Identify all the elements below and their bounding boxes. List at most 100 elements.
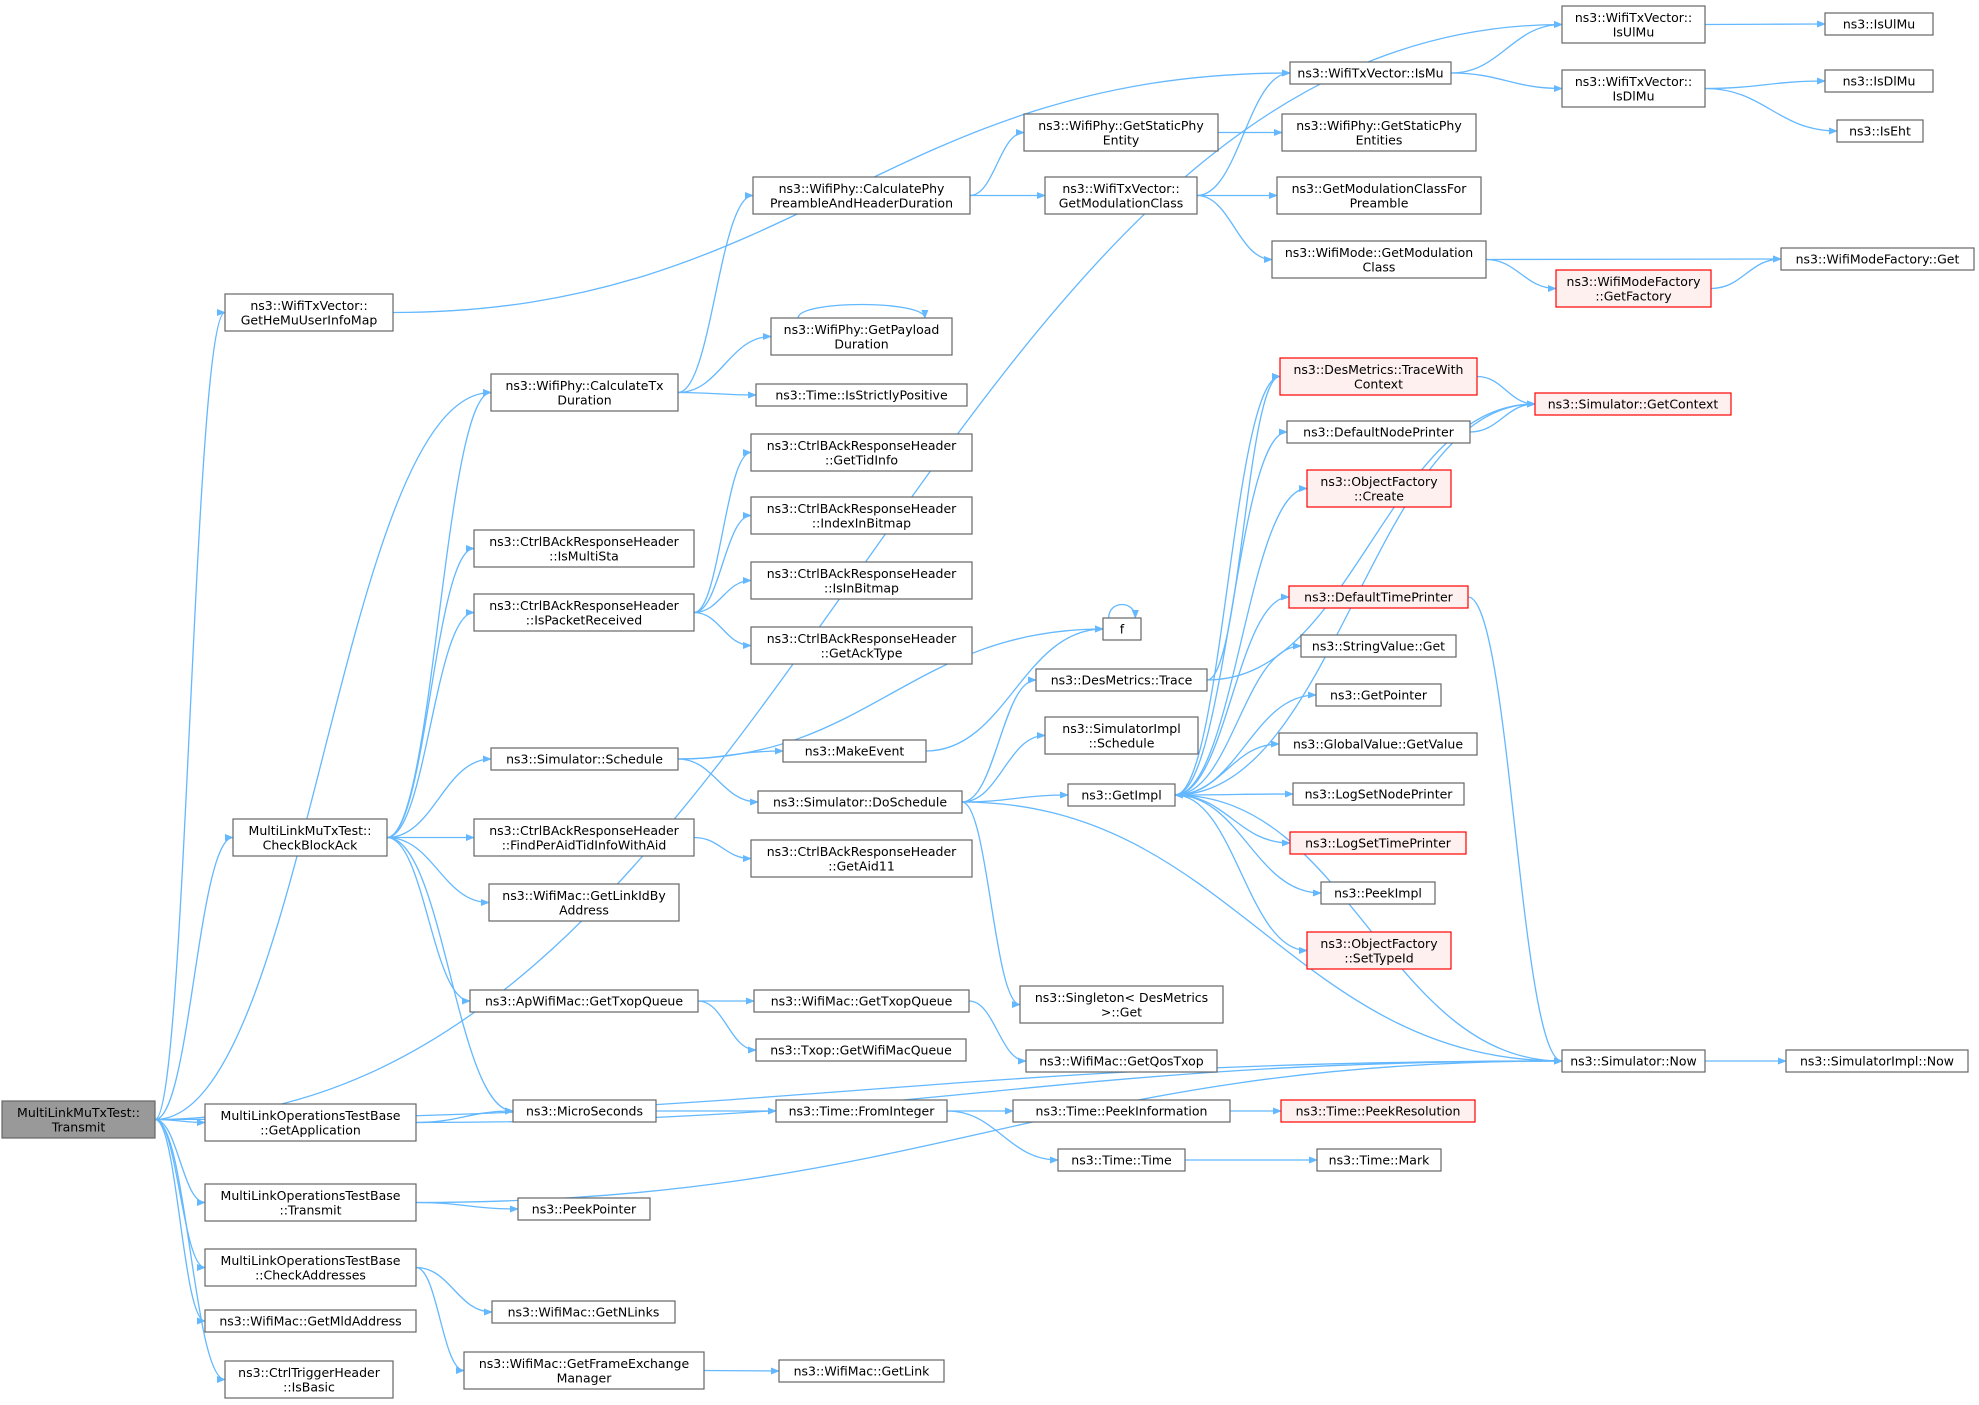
node-box[interactable]: [1280, 1099, 1476, 1123]
node-box[interactable]: [755, 383, 968, 407]
node-box[interactable]: [1281, 113, 1477, 152]
node-gvGetValue[interactable]: ns3::GlobalValue::GetValue: [1278, 732, 1478, 756]
node-box[interactable]: [1561, 1049, 1706, 1073]
node-box[interactable]: [1067, 783, 1176, 807]
node-box[interactable]: [1300, 634, 1457, 658]
node-box[interactable]: [1289, 61, 1452, 85]
node-box[interactable]: [1785, 1049, 1969, 1073]
node-peekImpl[interactable]: ns3::PeekImpl: [1320, 881, 1436, 905]
node-box[interactable]: [1286, 420, 1471, 444]
node-doSchedule[interactable]: ns3::Simulator::DoSchedule: [757, 790, 963, 814]
node-simSchedule[interactable]: ns3::Simulator::Schedule: [490, 747, 679, 771]
node-getAid11[interactable]: ns3::CtrlBAckResponseHeader::GetAid11: [750, 839, 973, 878]
node-box[interactable]: [1836, 119, 1924, 143]
node-box[interactable]: [1044, 176, 1198, 215]
node-wmGetTxop[interactable]: ns3::WifiMac::GetTxopQueue: [753, 989, 970, 1013]
node-simImplNow[interactable]: ns3::SimulatorImpl::Now: [1785, 1049, 1969, 1073]
node-box[interactable]: [204, 1103, 417, 1142]
node-box[interactable]: [517, 1197, 651, 1221]
node-box[interactable]: [1012, 1099, 1231, 1123]
node-box[interactable]: [1025, 1049, 1218, 1073]
node-box[interactable]: [1561, 5, 1706, 44]
node-box[interactable]: [1320, 881, 1436, 905]
node-box[interactable]: [750, 561, 973, 600]
node-isMu[interactable]: ns3::WifiTxVector::IsMu: [1289, 61, 1452, 85]
node-box[interactable]: [224, 1360, 394, 1399]
node-logNode[interactable]: ns3::LogSetNodePrinter: [1292, 782, 1465, 806]
node-box[interactable]: [1102, 617, 1142, 641]
node-getTidInfo[interactable]: ns3::CtrlBAckResponseHeader::GetTidInfo: [750, 433, 973, 472]
node-getQos[interactable]: ns3::WifiMac::GetQosTxop: [1025, 1049, 1218, 1073]
node-modeFactGet[interactable]: ns3::WifiModeFactory::Get: [1780, 247, 1975, 271]
node-mlTransmit[interactable]: MultiLinkOperationsTestBase::Transmit: [204, 1183, 417, 1222]
node-box[interactable]: [512, 1099, 657, 1123]
node-box[interactable]: [1306, 931, 1452, 970]
node-timeTime[interactable]: ns3::Time::Time: [1057, 1148, 1186, 1172]
node-simImplSched[interactable]: ns3::SimulatorImpl::Schedule: [1044, 716, 1199, 755]
node-isEht[interactable]: ns3::IsEht: [1836, 119, 1924, 143]
node-makeEvent[interactable]: ns3::MakeEvent: [782, 739, 927, 763]
node-peekRes[interactable]: ns3::Time::PeekResolution: [1280, 1099, 1476, 1123]
node-box[interactable]: [753, 989, 970, 1013]
node-getHeMu[interactable]: ns3::WifiTxVector::GetHeMuUserInfoMap: [224, 293, 394, 332]
node-box[interactable]: [1316, 1148, 1442, 1172]
node-box[interactable]: [1035, 668, 1208, 692]
node-root[interactable]: MultiLinkMuTxTest::Transmit: [1, 1100, 156, 1139]
node-box[interactable]: [488, 883, 680, 922]
node-box[interactable]: [1561, 69, 1706, 108]
node-box[interactable]: [1824, 69, 1934, 93]
node-getLink[interactable]: ns3::WifiMac::GetLink: [778, 1359, 945, 1383]
node-modeFactGetFact[interactable]: ns3::WifiModeFactory::GetFactory: [1555, 269, 1712, 308]
node-setTypeId[interactable]: ns3::ObjectFactory::SetTypeId: [1306, 931, 1452, 970]
node-isDlMuVec[interactable]: ns3::WifiTxVector::IsDlMu: [1561, 69, 1706, 108]
node-box[interactable]: [204, 1248, 417, 1287]
node-box[interactable]: [490, 373, 679, 412]
node-getImpl[interactable]: ns3::GetImpl: [1067, 783, 1176, 807]
node-box[interactable]: [1315, 683, 1442, 707]
node-logTime[interactable]: ns3::LogSetTimePrinter: [1289, 831, 1467, 855]
node-box[interactable]: [204, 1309, 417, 1333]
node-getAckType[interactable]: ns3::CtrlBAckResponseHeader::GetAckType: [750, 626, 973, 665]
node-isInBitmap[interactable]: ns3::CtrlBAckResponseHeader::IsInBitmap: [750, 561, 973, 600]
node-box[interactable]: [1023, 113, 1219, 152]
node-isMultiSta[interactable]: ns3::CtrlBAckResponseHeader::IsMultiSta: [473, 529, 695, 568]
node-box[interactable]: [491, 1300, 676, 1324]
node-box[interactable]: [232, 818, 388, 857]
node-box[interactable]: [1276, 176, 1482, 215]
node-findPerAid[interactable]: ns3::CtrlBAckResponseHeader::FindPerAidT…: [473, 818, 695, 857]
node-strictPos[interactable]: ns3::Time::IsStrictlyPositive: [755, 383, 968, 407]
node-box[interactable]: [755, 1038, 967, 1062]
node-peekPtr[interactable]: ns3::PeekPointer: [517, 1197, 651, 1221]
node-checkAddr[interactable]: MultiLinkOperationsTestBase::CheckAddres…: [204, 1248, 417, 1287]
node-micro[interactable]: ns3::MicroSeconds: [512, 1099, 657, 1123]
node-apGetTxop[interactable]: ns3::ApWifiMac::GetTxopQueue: [469, 989, 699, 1013]
node-isDlMu[interactable]: ns3::IsDlMu: [1824, 69, 1934, 93]
node-objCreate[interactable]: ns3::ObjectFactory::Create: [1306, 469, 1452, 508]
node-box[interactable]: [204, 1183, 417, 1222]
node-getContext[interactable]: ns3::Simulator::GetContext: [1534, 392, 1732, 416]
node-txopGetWmq[interactable]: ns3::Txop::GetWifiMacQueue: [755, 1038, 967, 1062]
node-checkBA[interactable]: MultiLinkMuTxTest::CheckBlockAck: [232, 818, 388, 857]
node-peekInfo[interactable]: ns3::Time::PeekInformation: [1012, 1099, 1231, 1123]
node-getModClass[interactable]: ns3::WifiTxVector::GetModulationClass: [1044, 176, 1198, 215]
node-isUlMu[interactable]: ns3::IsUlMu: [1824, 12, 1934, 36]
node-singleton[interactable]: ns3::Singleton< DesMetrics>::Get: [1019, 985, 1224, 1024]
node-getPointer[interactable]: ns3::GetPointer: [1315, 683, 1442, 707]
node-simNow[interactable]: ns3::Simulator::Now: [1561, 1049, 1706, 1073]
node-box[interactable]: [1306, 469, 1452, 508]
node-getApp[interactable]: MultiLinkOperationsTestBase::GetApplicat…: [204, 1103, 417, 1142]
node-defTimePr[interactable]: ns3::DefaultTimePrinter: [1288, 585, 1469, 609]
node-box[interactable]: [469, 989, 699, 1013]
node-f[interactable]: f: [1102, 617, 1142, 641]
node-box[interactable]: [1824, 12, 1934, 36]
node-box[interactable]: [1292, 782, 1465, 806]
node-box[interactable]: [1057, 1148, 1186, 1172]
node-isPktRecv[interactable]: ns3::CtrlBAckResponseHeader::IsPacketRec…: [473, 593, 695, 632]
node-getNLinks[interactable]: ns3::WifiMac::GetNLinks: [491, 1300, 676, 1324]
node-box[interactable]: [473, 593, 695, 632]
